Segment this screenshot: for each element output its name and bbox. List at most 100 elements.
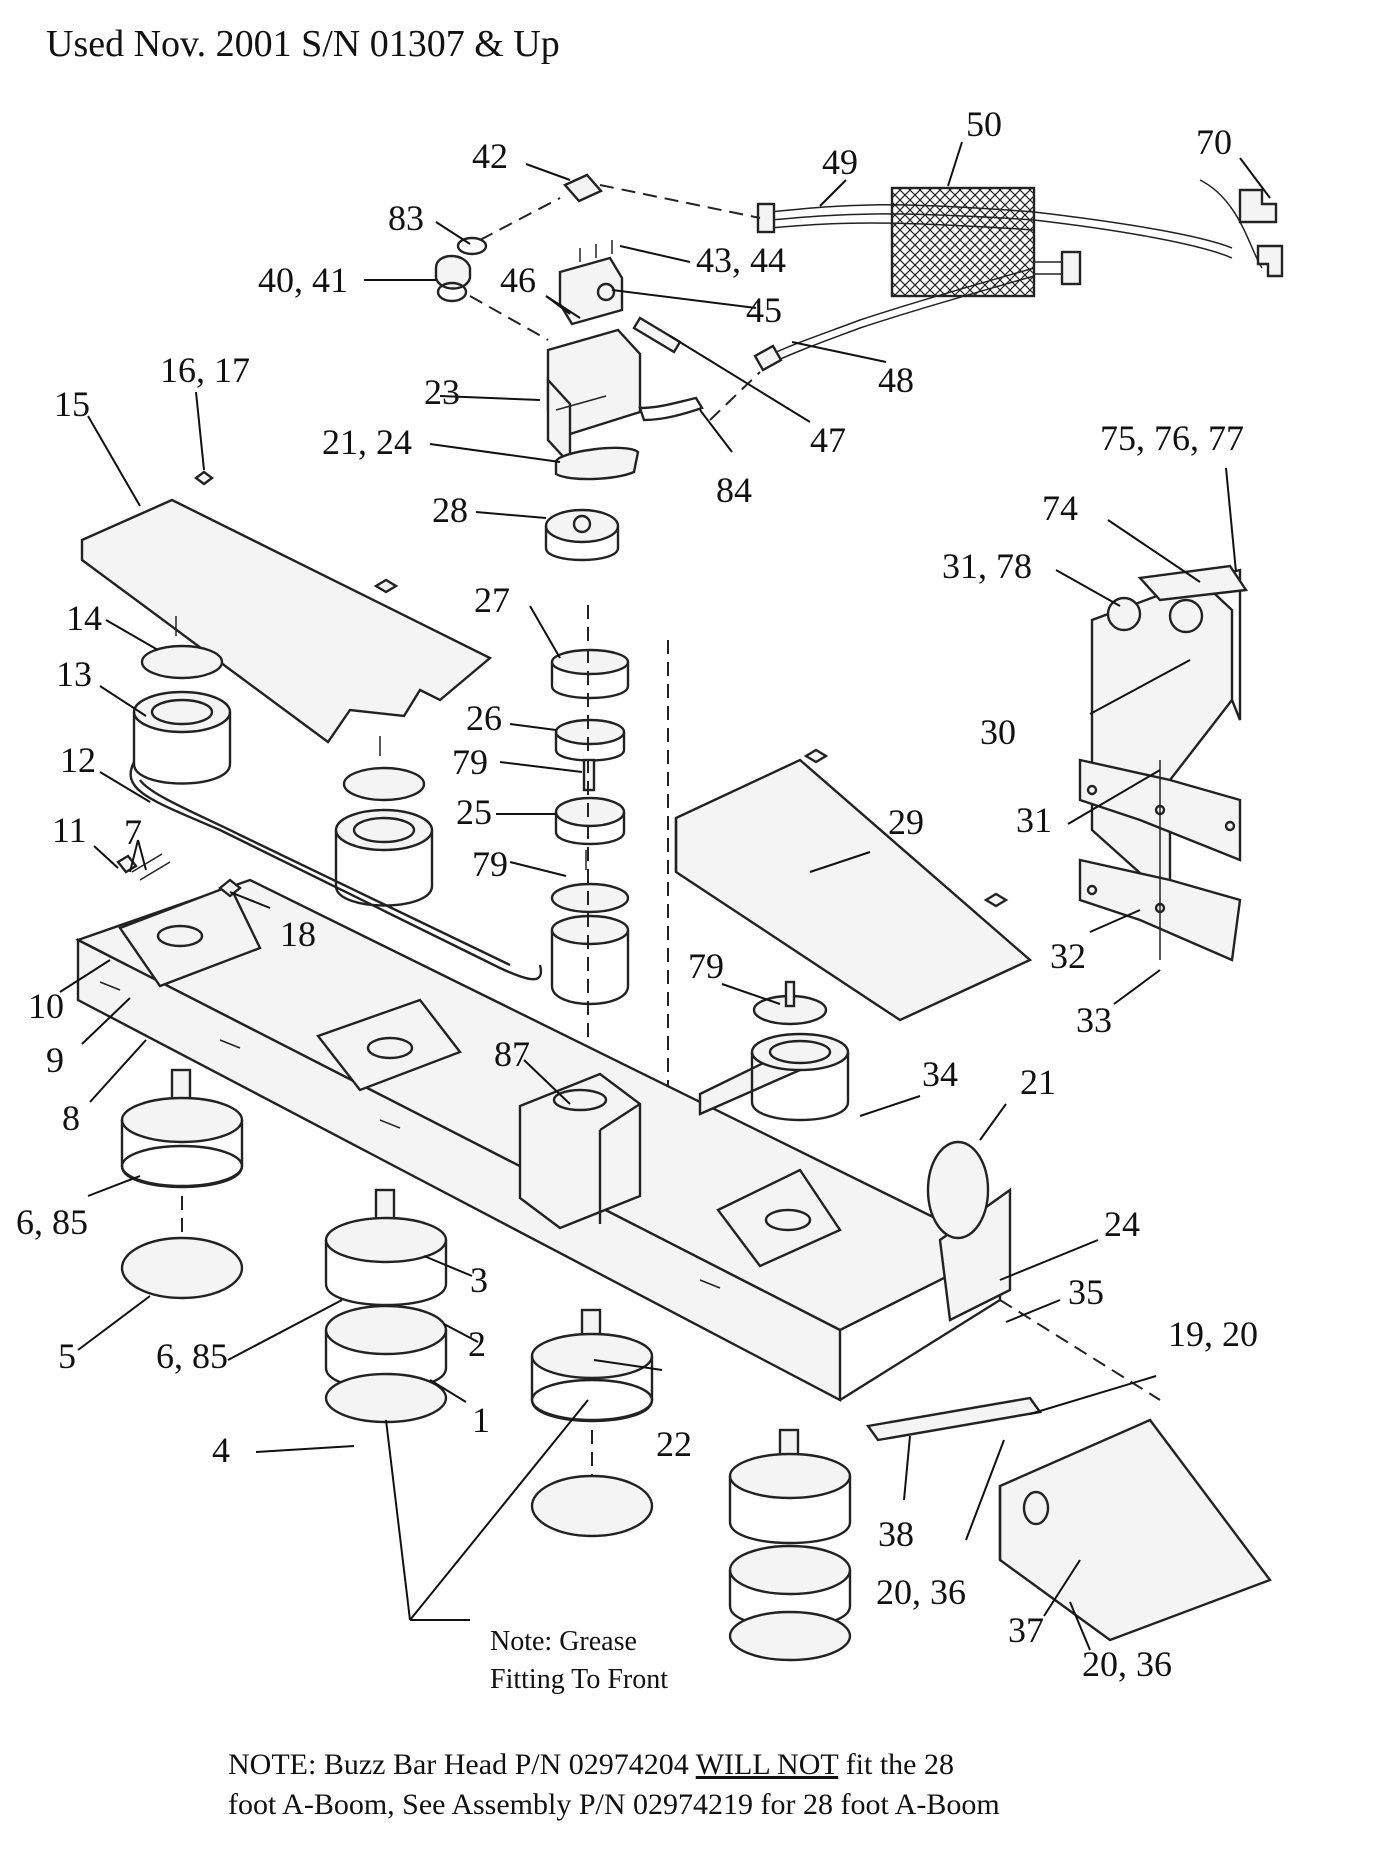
callout-9: 9 bbox=[46, 1040, 64, 1080]
disc-5 bbox=[120, 1236, 244, 1300]
pulley-13 bbox=[132, 690, 232, 734]
right-cover-29 bbox=[674, 758, 1033, 1022]
callout-33: 33 bbox=[1076, 1000, 1112, 1040]
callout-8: 8 bbox=[62, 1098, 80, 1138]
spider-26 bbox=[554, 718, 626, 746]
callout-37: 37 bbox=[1008, 1610, 1044, 1650]
rotor-stack-22 bbox=[530, 1308, 654, 1538]
callout-15: 15 bbox=[54, 384, 90, 424]
callout-84: 84 bbox=[716, 470, 752, 510]
callout-22: 22 bbox=[656, 1424, 692, 1464]
bolt-16-17 bbox=[194, 470, 214, 486]
bracket-30 bbox=[1090, 578, 1234, 903]
callout-23: 23 bbox=[424, 372, 460, 412]
strap-38 bbox=[865, 1396, 1043, 1442]
callout-29: 29 bbox=[888, 802, 924, 842]
callout-47: 47 bbox=[810, 420, 846, 460]
coupling-28 bbox=[544, 508, 620, 544]
callout-75-76-77: 75, 76, 77 bbox=[1100, 418, 1244, 458]
callout-11: 11 bbox=[52, 810, 87, 850]
left-pulley-stack bbox=[132, 616, 232, 785]
main-frame-8 bbox=[74, 853, 1012, 1402]
elbow-fitting-70b bbox=[1256, 244, 1284, 278]
diagram-header: Used Nov. 2001 S/N 01307 & Up bbox=[46, 23, 560, 65]
drive-belt-12 bbox=[129, 761, 543, 981]
callout-79-mid: 79 bbox=[472, 844, 508, 884]
callout-18: 18 bbox=[280, 914, 316, 954]
key-79c bbox=[784, 980, 796, 1008]
callout-21: 21 bbox=[1020, 1062, 1056, 1102]
hose-end-fitting bbox=[1060, 250, 1082, 286]
callout-25: 25 bbox=[456, 792, 492, 832]
callout-6-85-center: 6, 85 bbox=[156, 1336, 228, 1376]
callout-49: 49 bbox=[822, 142, 858, 182]
callout-3: 3 bbox=[470, 1260, 488, 1300]
disc-1 bbox=[324, 1372, 448, 1424]
rotor-stack-right bbox=[728, 1428, 852, 1662]
callout-43-44: 43, 44 bbox=[696, 240, 786, 280]
callout-26: 26 bbox=[466, 698, 502, 738]
hub-14 bbox=[140, 644, 224, 680]
callout-74: 74 bbox=[1042, 488, 1078, 528]
elbow-fitting-70a bbox=[1238, 188, 1278, 224]
grease-note-line2: Fitting To Front bbox=[490, 1664, 668, 1695]
gearbox-87 bbox=[518, 1072, 642, 1230]
callout-labels: 42 83 40, 41 46 43, 44 45 47 48 84 49 50… bbox=[16, 104, 1258, 1695]
rotor-stack-center bbox=[324, 1188, 448, 1424]
callout-24: 24 bbox=[1104, 1204, 1140, 1244]
callout-27: 27 bbox=[474, 580, 510, 620]
hose-fitting-48 bbox=[753, 344, 783, 372]
callout-7: 7 bbox=[124, 812, 142, 852]
mount-bracket-group bbox=[1078, 564, 1249, 962]
callout-6-85-left: 6, 85 bbox=[16, 1202, 88, 1242]
callout-10: 10 bbox=[28, 986, 64, 1026]
callout-32: 32 bbox=[1050, 936, 1086, 976]
bushing-31-78a bbox=[1106, 596, 1142, 632]
callout-48: 48 bbox=[878, 360, 914, 400]
callout-28: 28 bbox=[432, 490, 468, 530]
center-plate bbox=[316, 998, 462, 1092]
callout-20-36-right: 20, 36 bbox=[1082, 1644, 1172, 1684]
rotor-stack-left bbox=[120, 1068, 244, 1300]
callout-12: 12 bbox=[60, 740, 96, 780]
callout-42: 42 bbox=[472, 136, 508, 176]
callout-2: 2 bbox=[468, 1324, 486, 1364]
disc-3 bbox=[324, 1216, 448, 1264]
elbow-fitting-42 bbox=[563, 173, 603, 203]
hose-fitting-49 bbox=[756, 202, 776, 234]
coupling-sleeve-27 bbox=[550, 648, 630, 676]
skid-shoe-37 bbox=[998, 1418, 1272, 1642]
callout-4: 4 bbox=[212, 1430, 230, 1470]
callout-13: 13 bbox=[56, 654, 92, 694]
callout-1: 1 bbox=[472, 1400, 490, 1440]
callout-50: 50 bbox=[966, 104, 1002, 144]
callout-38: 38 bbox=[878, 1514, 914, 1554]
callout-34: 34 bbox=[922, 1054, 958, 1094]
callout-70: 70 bbox=[1196, 122, 1232, 162]
callout-40-41: 40, 41 bbox=[258, 260, 348, 300]
oring-83 bbox=[456, 236, 488, 256]
footer-note: NOTE: Buzz Bar Head P/N 02974204 WILL NO… bbox=[228, 1745, 1000, 1825]
callout-35: 35 bbox=[1068, 1272, 1104, 1312]
motor-hose-stub bbox=[638, 396, 704, 422]
motor-mount-21-24 bbox=[554, 446, 640, 481]
callout-79-right: 79 bbox=[688, 946, 724, 986]
disc-2 bbox=[324, 1304, 448, 1356]
bolt-18 bbox=[218, 878, 242, 898]
elbow-fitting-40-41 bbox=[434, 254, 472, 290]
hose-sleeve-50 bbox=[890, 186, 1036, 298]
callout-16-17: 16, 17 bbox=[160, 350, 250, 390]
callout-21-24: 21, 24 bbox=[322, 422, 412, 462]
callout-5: 5 bbox=[58, 1336, 76, 1376]
plate-9 bbox=[118, 884, 262, 988]
hose-fitting-47 bbox=[632, 316, 682, 354]
footer-note-emphasis: WILL NOT bbox=[695, 1748, 839, 1781]
footer-note-line1: NOTE: Buzz Bar Head P/N 02974204 WILL NO… bbox=[228, 1745, 1000, 1785]
footer-note-prefix: NOTE: Buzz Bar Head P/N 02974204 bbox=[228, 1748, 696, 1781]
footer-note-line2: foot A-Boom, See Assembly P/N 02974219 f… bbox=[228, 1788, 1000, 1821]
callout-30: 30 bbox=[980, 712, 1016, 752]
leader-lines bbox=[59, 141, 1271, 1651]
callout-83: 83 bbox=[388, 198, 424, 238]
